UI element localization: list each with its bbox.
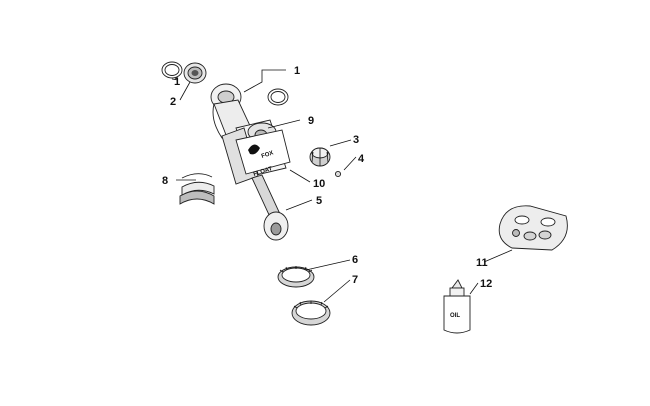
callout-11: 11	[476, 257, 488, 269]
seal-kit	[498, 205, 568, 251]
callout-10: 10	[313, 178, 325, 190]
shock-decal-text: FLOAT	[253, 166, 274, 178]
shock-logo: FOX	[261, 150, 275, 160]
collar-ring	[277, 266, 315, 288]
callout-labels: 1 2 1 9 3 4 8 10 5 6 7 11 12	[162, 65, 492, 290]
snap-ring-right	[267, 88, 289, 106]
callout-5: 5	[316, 195, 322, 207]
callout-1-left: 1	[174, 76, 180, 88]
callout-3: 3	[353, 134, 359, 146]
callout-7: 7	[352, 274, 358, 286]
callout-9: 9	[308, 115, 314, 127]
spring-collar	[179, 173, 215, 205]
shock-absorber: FOX FLOAT	[210, 83, 291, 241]
snap-ring-left	[161, 61, 183, 79]
valve-cap	[309, 147, 331, 167]
callout-2: 2	[170, 96, 176, 108]
callout-1-right: 1	[294, 65, 300, 77]
lock-ring	[291, 300, 331, 326]
callout-4: 4	[358, 153, 365, 165]
bottle-label: OIL	[450, 313, 460, 319]
bushing	[183, 62, 207, 84]
callout-6: 6	[352, 254, 358, 266]
oil-bottle: OIL	[443, 279, 471, 334]
leader-lines	[171, 69, 513, 303]
callout-8: 8	[162, 175, 168, 187]
screw	[334, 170, 342, 178]
callout-12: 12	[480, 278, 492, 290]
